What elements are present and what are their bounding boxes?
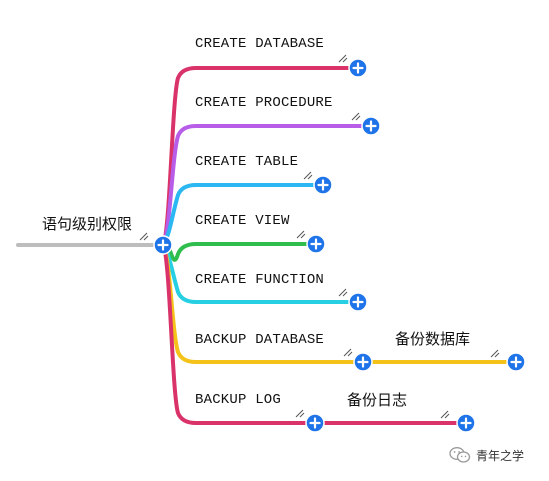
resize-mark-create-procedure — [351, 112, 361, 121]
expand-button-create-view[interactable] — [306, 234, 326, 254]
child-label-backup-database: 备份数据库 — [395, 330, 471, 348]
branch-line-create-table — [161, 183, 325, 247]
branch-label-create-database: CREATE DATABASE — [195, 36, 325, 52]
resize-mark-backup-database — [343, 348, 353, 357]
resize-mark-child-backup-database — [490, 349, 500, 358]
branch-line-create-procedure — [161, 124, 373, 247]
branch-label-create-view: CREATE VIEW — [195, 213, 290, 229]
watermark-text: 青年之学 — [476, 448, 525, 463]
branch-label-create-procedure: CREATE PROCEDURE — [195, 95, 333, 111]
child-label-backup-log: 备份日志 — [347, 391, 408, 409]
branch-label-backup-log: BACKUP LOG — [195, 392, 282, 408]
root-topic-label: 语句级别权限 — [42, 215, 133, 233]
expand-button-child-backup-log[interactable] — [456, 413, 476, 433]
resize-mark-create-table — [303, 171, 313, 180]
expand-button-create-table[interactable] — [313, 175, 333, 195]
resize-mark-child-backup-log — [440, 410, 450, 419]
resize-mark-create-function — [338, 288, 348, 297]
branch-label-create-table: CREATE TABLE — [195, 154, 299, 170]
branch-label-backup-database: BACKUP DATABASE — [195, 332, 325, 348]
expand-button-root[interactable] — [153, 235, 173, 255]
branch-line-backup-log — [161, 243, 317, 425]
resize-mark-create-view — [296, 230, 306, 239]
expand-button-backup-database[interactable] — [353, 352, 373, 372]
watermark: 青年之学 — [449, 444, 545, 466]
expand-button-child-backup-database[interactable] — [506, 352, 526, 372]
resize-mark-backup-log — [295, 409, 305, 418]
expand-button-create-database[interactable] — [348, 58, 368, 78]
expand-button-create-procedure[interactable] — [361, 116, 381, 136]
expand-button-create-function[interactable] — [348, 292, 368, 312]
expand-button-backup-log[interactable] — [305, 413, 325, 433]
wechat-icon — [449, 447, 471, 463]
resize-mark-create-database — [338, 54, 348, 63]
branch-label-create-function: CREATE FUNCTION — [195, 272, 325, 288]
resize-mark-root — [139, 232, 149, 241]
